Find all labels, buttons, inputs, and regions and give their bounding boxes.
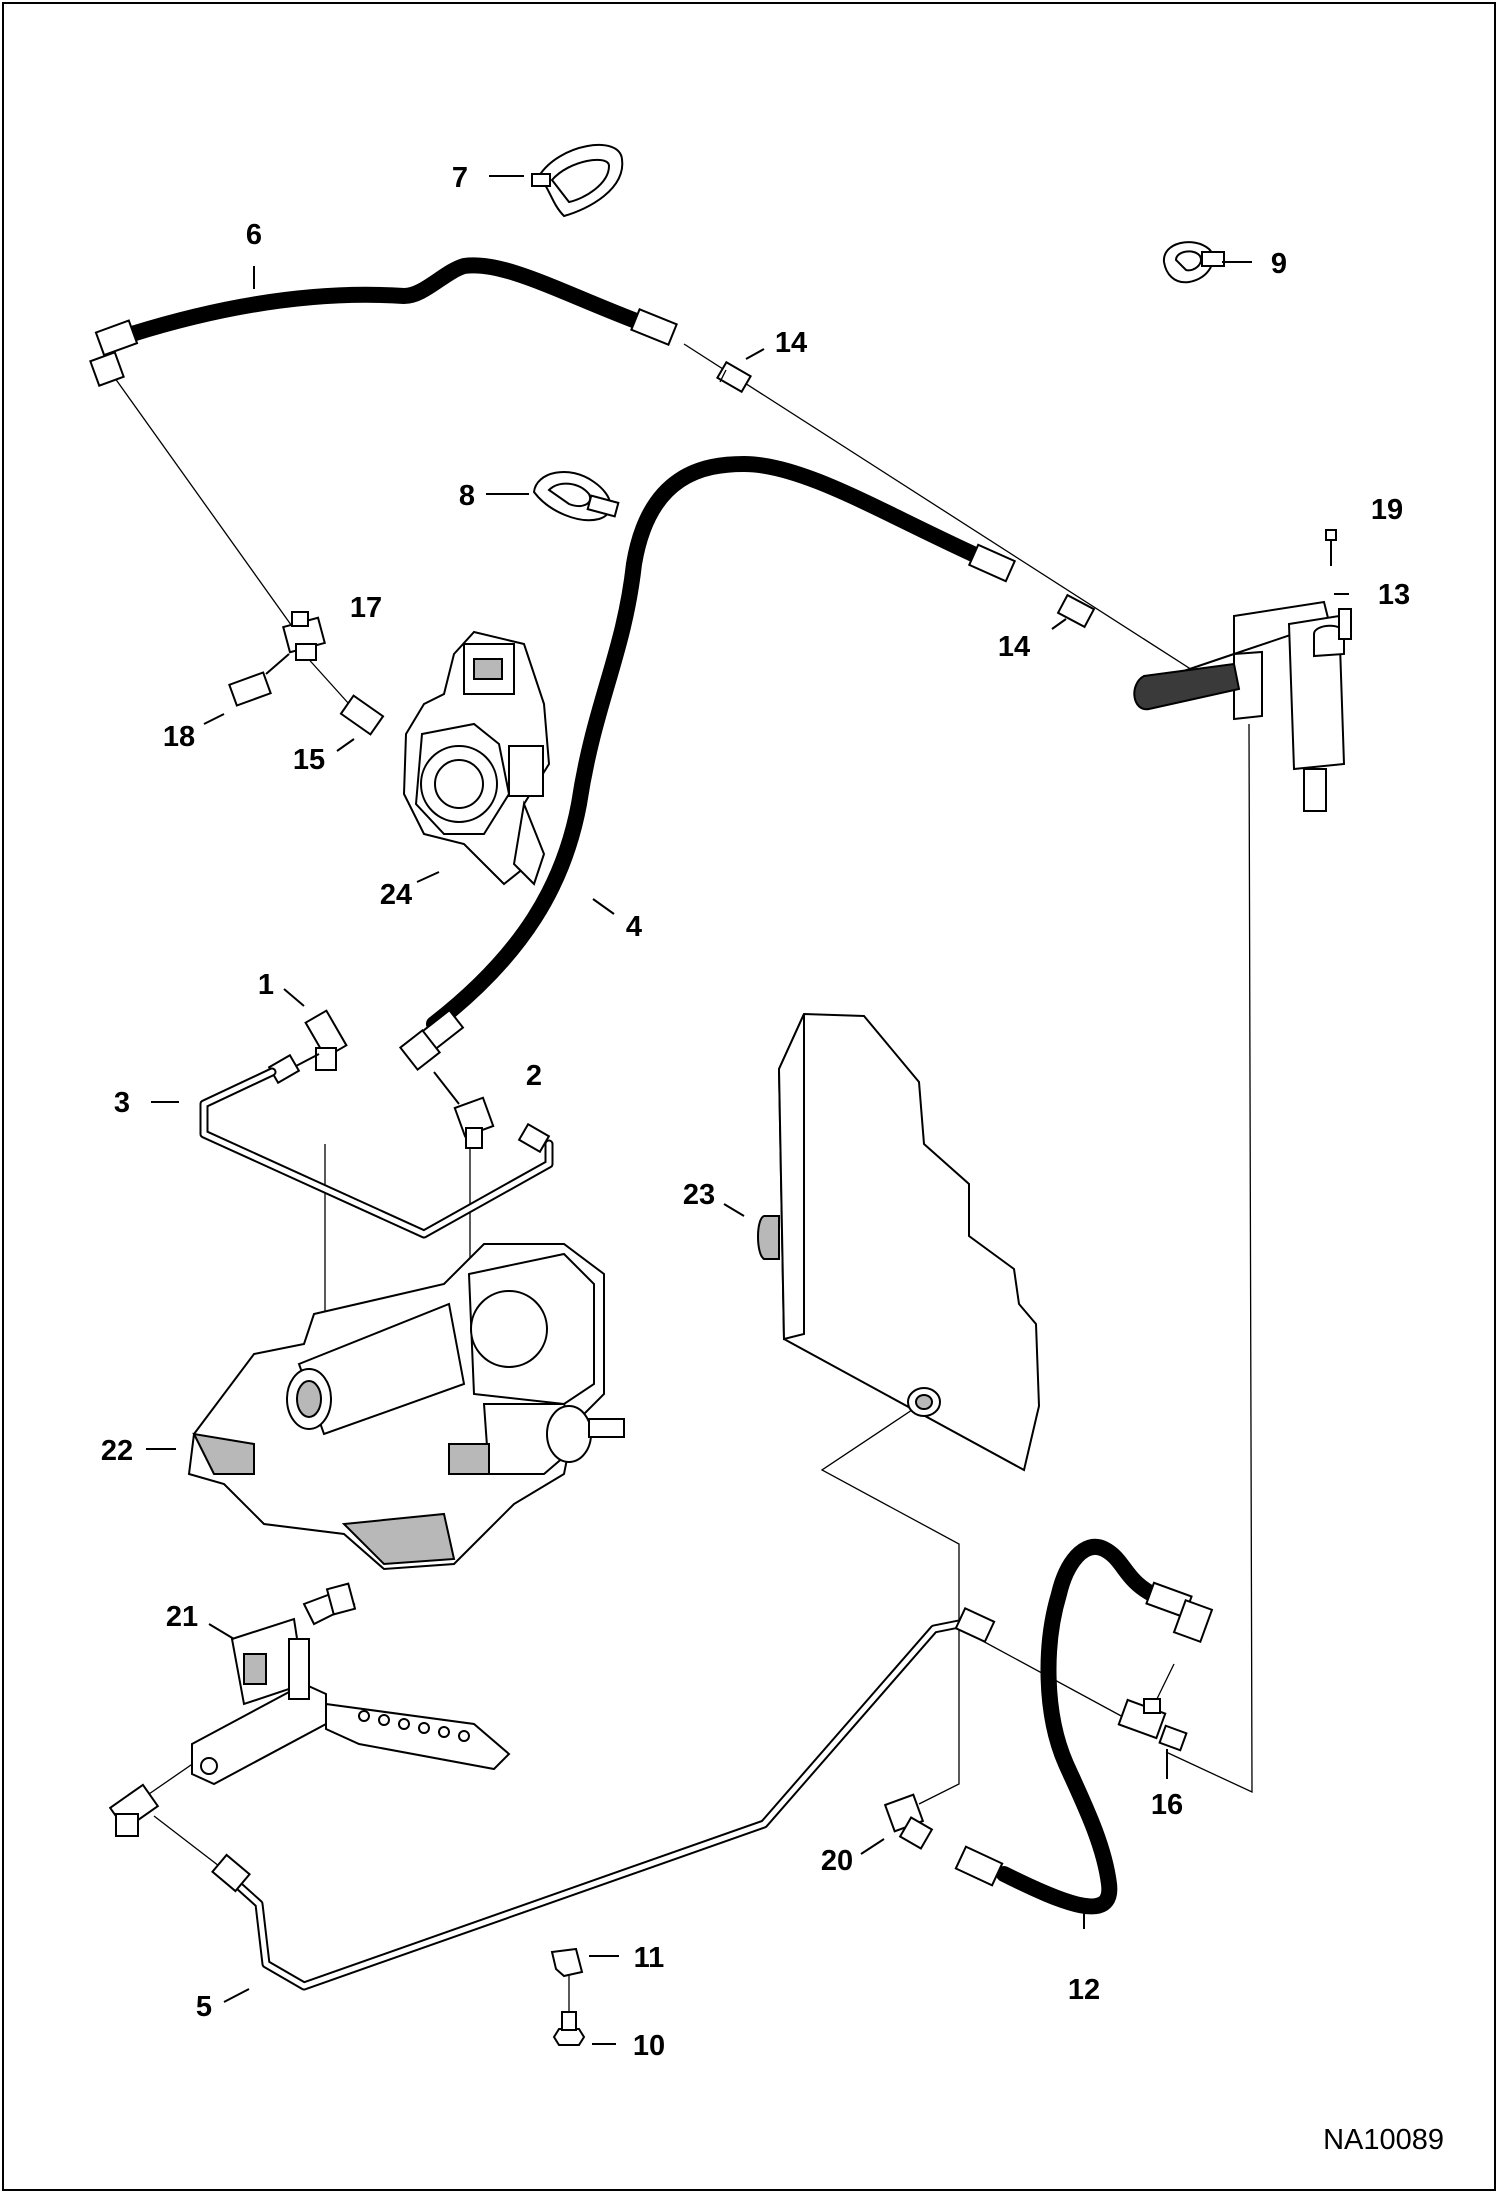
- bolt-19: [1325, 529, 1337, 566]
- callout-20: 20: [821, 1845, 853, 1877]
- callout-9: 9: [1271, 248, 1287, 280]
- fitting-18: [228, 653, 290, 707]
- elbow-fitting: [108, 1783, 160, 1837]
- callout-24: 24: [380, 879, 412, 911]
- pedal-valve-21: [191, 1582, 511, 1786]
- tube-5: [211, 1606, 996, 1991]
- hose-12: [954, 1538, 1214, 1915]
- callout-15: 15: [293, 744, 325, 776]
- drive-block-22: [187, 1243, 625, 1571]
- callout-10: 10: [633, 2030, 665, 2062]
- callout-18: 18: [163, 721, 195, 753]
- tee-2: [433, 1071, 551, 1154]
- callout-7: 7: [452, 162, 468, 194]
- callout-23: 23: [683, 1179, 715, 1211]
- callout-11: 11: [634, 1942, 665, 1974]
- callout-2: 2: [526, 1060, 542, 1092]
- callout-5: 5: [196, 1991, 212, 2023]
- callout-3: 3: [114, 1087, 130, 1119]
- tank-23: [757, 1012, 1041, 1472]
- callout-21: 21: [166, 1601, 198, 1633]
- fitting-14-upper: [716, 360, 752, 394]
- pilot-handle-13: [1133, 600, 1352, 812]
- strap-clamp-7: [531, 144, 624, 218]
- callout-6: 6: [246, 219, 262, 251]
- fitting-14-lower: [1056, 593, 1096, 629]
- hose-4: [398, 456, 1017, 1072]
- tube-3: [199, 1067, 554, 1239]
- fitting-1: [267, 1009, 348, 1085]
- callout-16: 16: [1151, 1789, 1183, 1821]
- center-lines: [111, 343, 1253, 2019]
- tee-17: [282, 611, 326, 661]
- tee-16: [1117, 1698, 1188, 1752]
- hose-clamp-8: [532, 470, 620, 522]
- callout-labels: 1 2 3 4 5 6 7 8 9 10 11 12 13 14 14 15 1…: [101, 162, 1444, 2156]
- figure-id: NA10089: [1323, 2124, 1444, 2156]
- callout-8: 8: [459, 480, 475, 512]
- parts-diagram: 1 2 3 4 5 6 7 8 9 10 11 12 13 14 14 15 1…: [89, 144, 1444, 2156]
- callout-1: 1: [258, 969, 274, 1001]
- hose-clamp-9: [1162, 241, 1225, 284]
- callout-13: 13: [1378, 579, 1410, 611]
- callout-4: 4: [626, 911, 642, 943]
- callout-12: 12: [1068, 1974, 1100, 2006]
- bolt-10: [552, 2011, 586, 2046]
- hose-6: [89, 257, 678, 387]
- fitting-15: [339, 694, 385, 736]
- fitting-20: [883, 1793, 934, 1850]
- callout-22: 22: [101, 1435, 133, 1467]
- callout-leaders: [146, 175, 1349, 2045]
- pump-housing-24: [402, 630, 551, 886]
- callout-14b: 14: [998, 631, 1030, 663]
- callout-14a: 14: [775, 327, 807, 359]
- clip-11: [550, 1947, 584, 1978]
- callout-17: 17: [350, 592, 382, 624]
- callout-19: 19: [1371, 494, 1403, 526]
